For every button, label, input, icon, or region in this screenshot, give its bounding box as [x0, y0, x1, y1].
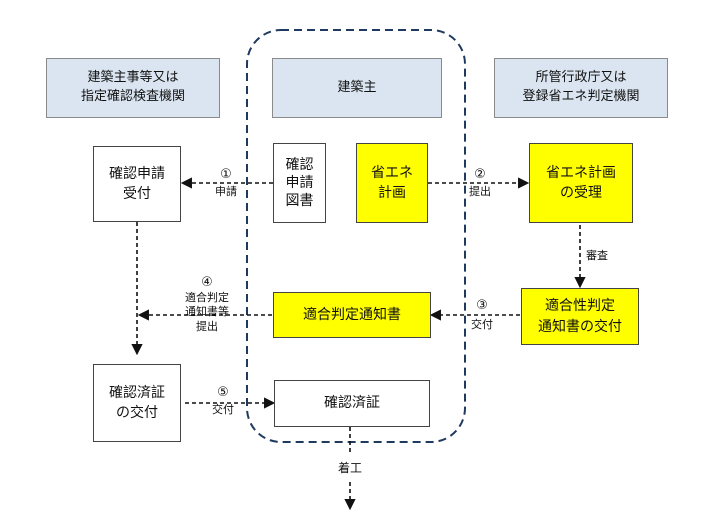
header-administrative-agency: 所管行政庁又は 登録省エネ判定機関 [494, 58, 668, 118]
step-1-number: ① [220, 167, 232, 182]
step-2-number: ② [474, 167, 486, 182]
confirm-application-drawings-box: 確認 申請 図書 [273, 143, 326, 223]
step-1-label: 申請 [215, 185, 237, 198]
step-3-number: ③ [476, 298, 488, 313]
header-review-authority: 建築主事等又は 指定確認検査機関 [46, 58, 220, 118]
step-2-label: 提出 [469, 185, 491, 198]
conformity-notice-box: 適合判定通知書 [273, 292, 431, 338]
construction-start-label: 着工 [337, 461, 362, 475]
step-3-label: 交付 [471, 318, 493, 331]
review-label: 審査 [586, 249, 608, 262]
step-5-number: ⑤ [217, 385, 229, 400]
step-4-label: 適合判定 通知書等 提出 [185, 291, 229, 333]
conformity-notice-issue-box: 適合性判定 通知書の交付 [521, 288, 639, 345]
step-4-number: ④ [201, 275, 213, 290]
certificate-box: 確認済証 [274, 380, 430, 427]
energy-plan-receipt-box: 省エネ計画 の受理 [529, 143, 633, 223]
certificate-issue-box: 確認済証 の交付 [93, 364, 181, 442]
energy-plan-box: 省エネ 計画 [356, 143, 428, 223]
applicant-boundary [246, 29, 466, 443]
header-applicant: 建築主 [272, 58, 442, 118]
confirm-application-receipt-box: 確認申請 受付 [93, 146, 181, 222]
step-5-label: 交付 [212, 403, 234, 416]
